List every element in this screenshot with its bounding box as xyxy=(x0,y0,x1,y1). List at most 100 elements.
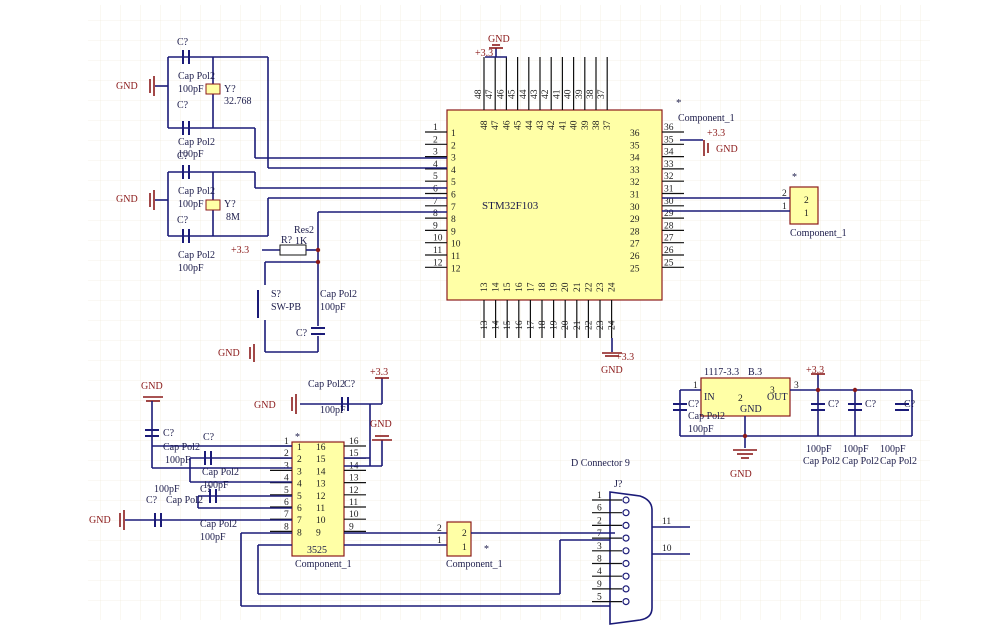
gnd-label-xcvr-left: GND xyxy=(89,515,111,526)
mcu-pin-left-inner: 9 xyxy=(451,227,456,237)
mcu-pin-left-inner: 1 xyxy=(451,129,456,139)
mcu-pin-left-num: 11 xyxy=(433,246,442,256)
xcvr-top-cap-value: 100pF xyxy=(320,405,346,416)
dsub-socket xyxy=(622,496,630,504)
conn-top-pin2: 2 xyxy=(782,189,787,199)
crystal-32k-block[interactable]: C? Cap Pol2 100pF C? Cap Pol2 100pF Y? 3… xyxy=(167,37,447,169)
v33-label-reg: +3.3 xyxy=(806,365,824,376)
conn-bottom-pin1: 1 xyxy=(437,536,442,546)
mcu-pin-left-num: 6 xyxy=(433,185,438,195)
mcu-pin-bottom-num: 20 xyxy=(561,320,571,330)
xcvr-pin-right-num: 13 xyxy=(349,474,359,484)
mcu-pin-right-num: 28 xyxy=(664,221,674,231)
dsub-socket xyxy=(622,597,630,606)
mcu-component-name: Component_1 xyxy=(678,113,735,124)
mcu-pin-right-inner: 28 xyxy=(630,227,640,237)
reg-cap3-value: 100pF xyxy=(880,444,906,455)
xtal32-cap2-designator: C? xyxy=(177,100,189,111)
reg-pin-in: IN xyxy=(704,392,715,403)
mcu-pin-left-num: 3 xyxy=(433,148,438,158)
xtal8-designator: Y? xyxy=(224,199,236,210)
mcu-pin-left-inner: 5 xyxy=(451,178,456,188)
xtal8-cap2-designator: C? xyxy=(177,215,189,226)
gnd-label-xtal8: GND xyxy=(116,194,138,205)
mcu-pin-right-inner: 35 xyxy=(630,141,640,151)
mcu-pin-right-inner: 32 xyxy=(630,178,640,188)
conn-bottom-name: Component_1 xyxy=(446,559,503,570)
mcu-pin-bottom-inner: 13 xyxy=(480,282,490,292)
mcu-pin-top-num: 42 xyxy=(541,89,551,99)
reg-cap1-type: Cap Pol2 xyxy=(803,456,840,467)
xtal8-cap1-designator: C? xyxy=(177,151,189,162)
xcvr-pin-left-num: 5 xyxy=(284,486,289,496)
reset-res-value: 1K xyxy=(295,236,308,247)
mcu-bottom-pins: 1313141415151616171718181919202021212222… xyxy=(480,282,618,338)
regulator-1117[interactable]: 1117-3.3 B.3 IN OUT GND 1 2 3 3 C? Cap xyxy=(673,367,917,467)
dsub-socket xyxy=(622,509,630,517)
xcvr-pin-right-num: 15 xyxy=(349,449,359,459)
gnd-label-xcvr-cap: GND xyxy=(254,400,276,411)
reg-pin-out: OUT xyxy=(767,392,788,403)
mcu-pin-left-inner: 2 xyxy=(451,141,456,151)
crystal-8m-block[interactable]: C? Cap Pol2 100pF C? Cap Pol2 100pF Y? 8… xyxy=(167,151,447,274)
mcu-pin-bottom-num: 15 xyxy=(503,320,513,330)
xcvr-cap3-designator: C? xyxy=(146,495,158,506)
xcvr-pin-right-inner: 16 xyxy=(316,443,326,453)
v33-label-top: +3.3 xyxy=(475,48,493,59)
reg-cap1-designator: C? xyxy=(828,399,840,410)
mcu-pin-bottom-inner: 23 xyxy=(596,282,606,292)
mcu-pin-top-num: 45 xyxy=(508,89,518,99)
mcu-pin-bottom-inner: 22 xyxy=(584,282,594,292)
reg-junction2 xyxy=(852,387,858,393)
gnd-label-mcu-bottom: GND xyxy=(601,365,623,376)
dsub-pin-num: 9 xyxy=(597,580,602,590)
reset-switch-designator: S? xyxy=(271,289,282,300)
mcu-pin-bottom-inner: 24 xyxy=(608,282,618,292)
dsub-shell xyxy=(609,491,653,625)
xtal32-value: 32.768 xyxy=(224,96,252,107)
mcu-pin-bottom-inner: 16 xyxy=(515,282,525,292)
mcu-pin-bottom-num: 17 xyxy=(526,320,536,330)
mcu-pin-left-num: 5 xyxy=(433,172,438,182)
mcu-pin-bottom-num: 21 xyxy=(573,320,583,330)
mcu-pin-bottom-num: 24 xyxy=(608,320,618,330)
mcu-pin-top-inner: 42 xyxy=(547,120,557,130)
mcu-pin-right-inner: 25 xyxy=(630,264,640,274)
gnd-label-top: GND xyxy=(488,34,510,45)
xcvr-part: 3525 xyxy=(307,545,327,556)
mcu-pin-top-inner: 40 xyxy=(570,120,580,130)
mcu-pin-left-num: 8 xyxy=(433,209,438,219)
reset-circuit[interactable]: Res2 R? 1K S? SW-PB Cap Pol2 100pF C? xyxy=(257,211,447,353)
reset-junction2 xyxy=(315,247,321,253)
mcu-pin-left-num: 12 xyxy=(433,258,443,268)
connector-top-right[interactable]: 2 1 2 1 * Component_1 xyxy=(662,172,847,239)
mcu-pin-left-inner: 4 xyxy=(451,166,456,176)
mcu-pin-right-num: 34 xyxy=(664,148,674,158)
reset-junction xyxy=(315,259,321,265)
mcu-pin-bottom-inner: 20 xyxy=(561,282,571,292)
mcu-pin-top-inner: 37 xyxy=(603,120,613,130)
mcu-pin-top-num: 46 xyxy=(496,89,506,99)
xtal8-cap2-type: Cap Pol2 xyxy=(178,250,215,261)
conn-top-designator: * xyxy=(792,172,797,183)
transceiver-3525[interactable]: 3525 Component_1 * 112233445566778816161… xyxy=(270,432,366,570)
mcu-pin-left-num: 7 xyxy=(433,197,438,207)
xtal8-cap1-type: Cap Pol2 xyxy=(178,186,215,197)
reg-part-suffix: B.3 xyxy=(748,367,762,378)
mcu-part-label: STM32F103 xyxy=(482,200,539,212)
xcvr-wiring xyxy=(125,378,616,607)
xtal32-cap1-type: Cap Pol2 xyxy=(178,71,215,82)
connector-bottom[interactable]: 2 1 2 1 * Component_1 xyxy=(437,521,503,570)
mcu-pin-right-num: 29 xyxy=(664,209,674,219)
mcu-pin-left-num: 2 xyxy=(433,135,438,145)
mcu-pin-right-num: 30 xyxy=(664,197,674,207)
reset-cap-value: 100pF xyxy=(320,302,346,313)
dsub-pin-num: 7 xyxy=(597,529,602,539)
dsub-pin-num: 8 xyxy=(597,555,602,565)
v33-label-mcu-bottom: +3.3 xyxy=(616,352,634,363)
mcu-pin-right-num: 32 xyxy=(664,172,674,182)
mcu-stm32f103[interactable]: STM32F103 * Component_1 1122334455667788… xyxy=(425,57,735,338)
dsub-title: D Connector 9 xyxy=(571,458,630,469)
mcu-pin-left-inner: 12 xyxy=(451,264,461,274)
